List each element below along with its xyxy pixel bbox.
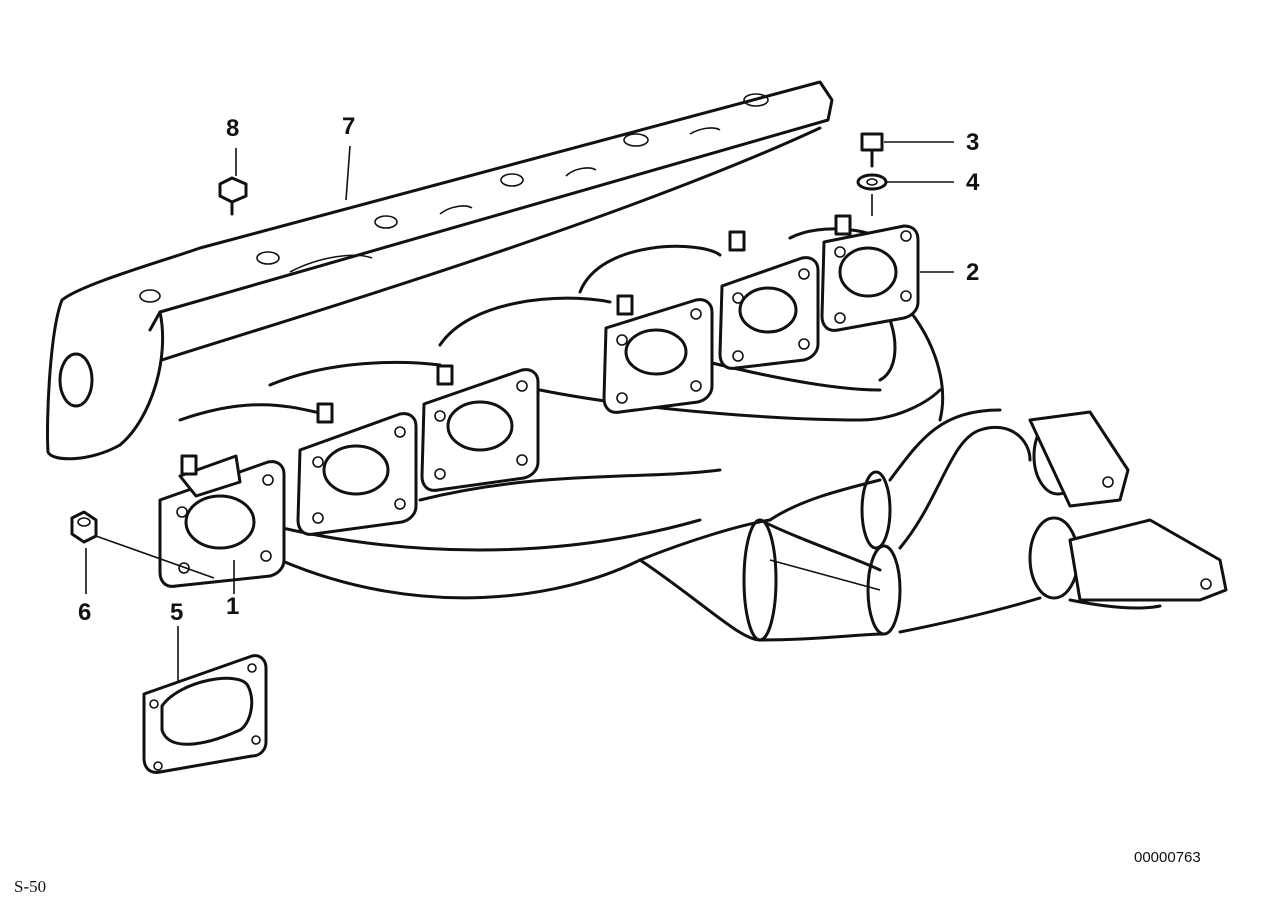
callout-1: 1 [226, 593, 239, 620]
heat-shield [46, 80, 834, 461]
flange-2 [296, 402, 418, 536]
callout-2: 2 [966, 259, 979, 286]
leader-lines [85, 141, 954, 682]
bolt-8 [218, 176, 248, 216]
flange-1 [158, 454, 286, 588]
gasket [142, 654, 268, 774]
washer-4 [856, 173, 888, 191]
callout-4: 4 [966, 169, 980, 196]
page-code: S-50 [14, 877, 46, 896]
callout-5: 5 [170, 599, 183, 626]
flange-3 [420, 364, 540, 492]
callout-6: 6 [78, 599, 91, 626]
callout-3: 3 [966, 129, 979, 156]
exhaust-pipes [178, 227, 1228, 642]
drawing-number: 00000763 [1134, 849, 1201, 866]
callout-7: 7 [342, 113, 355, 140]
callout-labels: 8 7 3 4 2 6 1 5 [78, 113, 980, 626]
flange-2-callout-target [820, 214, 920, 332]
flange-5 [718, 230, 820, 370]
flange-4 [602, 294, 714, 414]
callout-8: 8 [226, 115, 239, 142]
nut-6 [70, 510, 98, 544]
bolt-3 [860, 132, 884, 168]
